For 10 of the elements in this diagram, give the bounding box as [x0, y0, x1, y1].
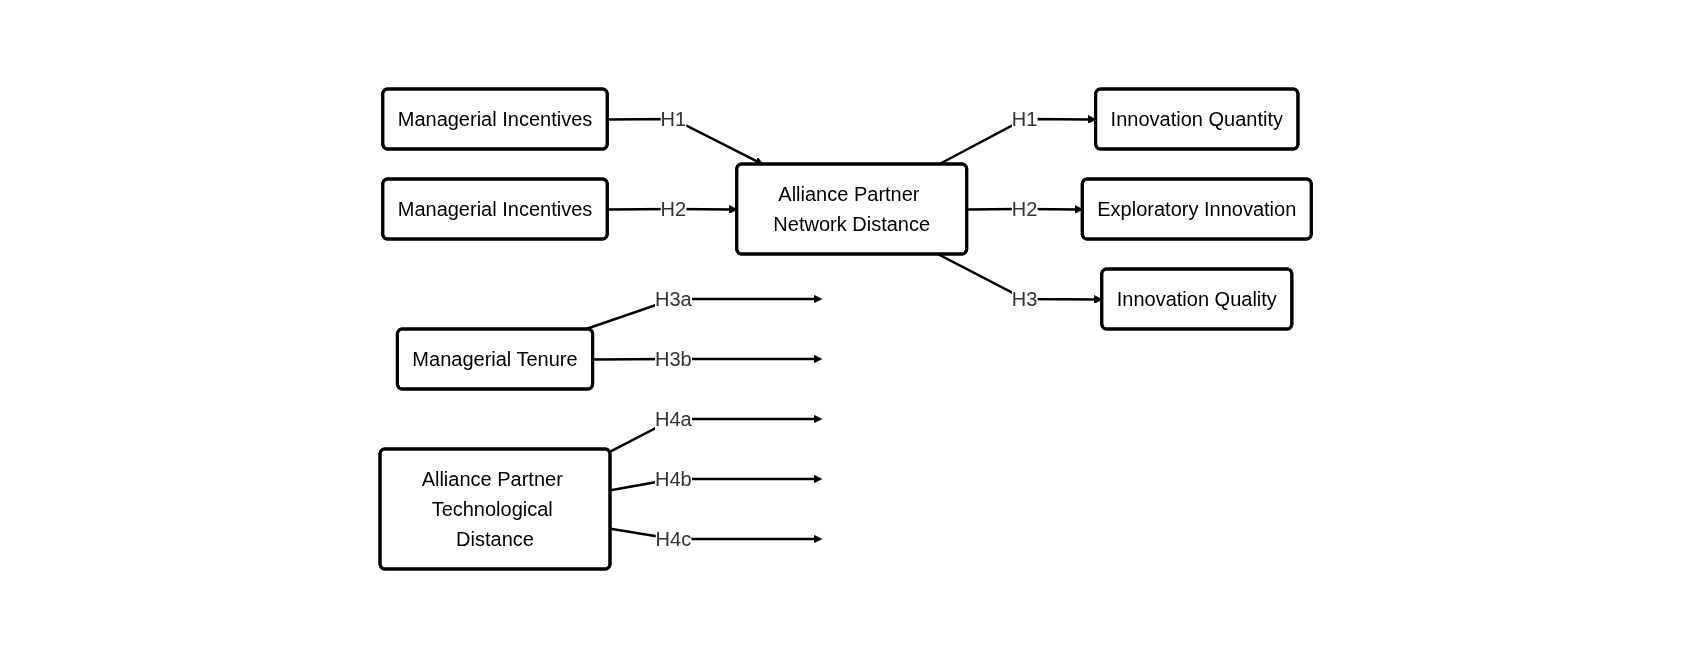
edge-label: H4c — [655, 527, 691, 550]
edge-label: H3b — [654, 347, 692, 370]
edge-label: H3a — [654, 287, 692, 310]
edge-label: H1 — [660, 107, 686, 130]
edge-label: H2 — [660, 197, 686, 220]
edge-label: H4a — [654, 407, 692, 430]
edge-label: H4b — [654, 467, 692, 490]
edge-label: H2 — [1011, 197, 1038, 220]
edge-label: H3 — [1011, 287, 1038, 310]
edge-label: H1 — [1011, 107, 1038, 130]
